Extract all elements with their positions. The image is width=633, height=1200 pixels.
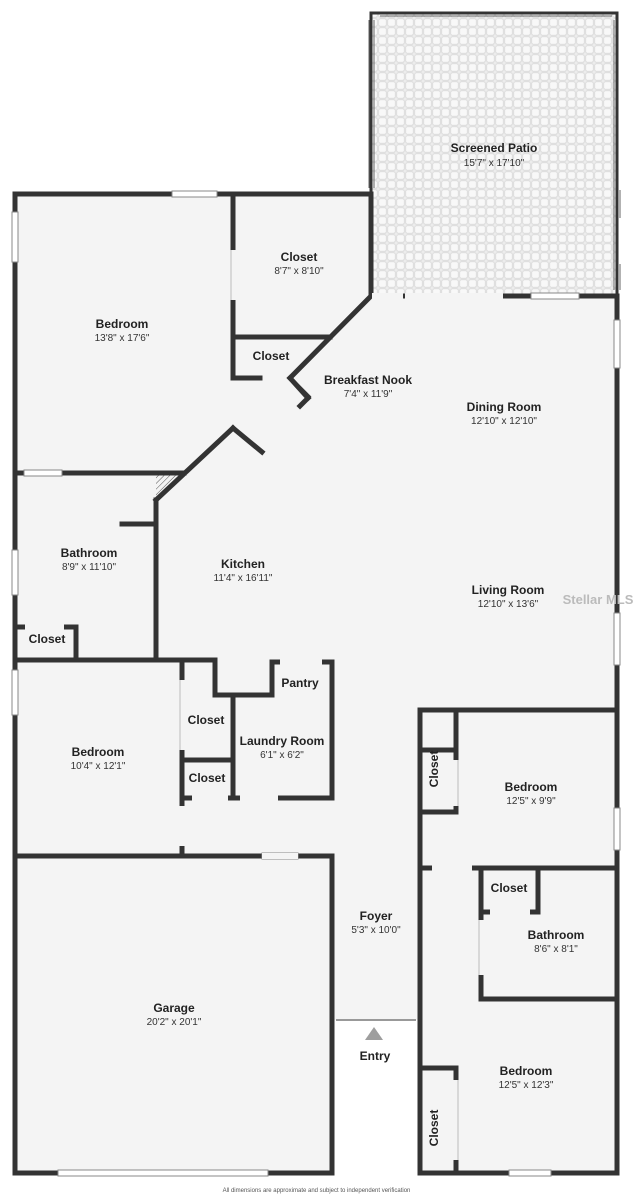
bedroom-3-wall (417, 707, 620, 871)
closet-1-dim: 8'7" x 8'10" (274, 266, 324, 277)
closet-7-name: Closet (491, 881, 528, 895)
window (11, 669, 19, 716)
entry-door (336, 1019, 416, 1173)
bathroom-2-name: Bathroom (528, 928, 585, 942)
living-room-dim: 12'10" x 13'6" (478, 599, 539, 610)
dining-room-name: Dining Room (467, 400, 542, 414)
kitchen-dim: 11'4" x 16'11" (214, 573, 273, 584)
bedroom-1-name: Bedroom (96, 317, 149, 331)
windows (11, 190, 621, 1177)
door-jambs (179, 250, 480, 1160)
bathroom-2-dim: 8'6" x 8'1" (534, 944, 578, 955)
laundry-room-name: Laundry Room (240, 734, 325, 748)
room-labels: Screened Patio 15'7" x 17'10" Bedroom 13… (29, 141, 633, 1146)
window (57, 1169, 269, 1177)
door-swing (288, 376, 312, 400)
wall-diagonal (286, 292, 375, 382)
entry-arrow-icon (365, 1027, 383, 1040)
bathroom-1-dim: 8'9" x 11'10" (62, 562, 117, 573)
pantry-wall (230, 659, 335, 801)
garage-name: Garage (153, 1001, 195, 1015)
wall-diagonal (152, 424, 237, 504)
wall (212, 657, 275, 698)
bedroom-3-dim: 12'5" x 9'9" (506, 796, 556, 807)
window (530, 292, 580, 300)
patio-floor (371, 13, 617, 296)
bedroom-3-name: Bedroom (505, 780, 558, 794)
patio-frame (369, 11, 619, 296)
door-swing (296, 394, 312, 410)
patio-screen-marks (368, 15, 621, 290)
closet-4-name: Closet (188, 713, 225, 727)
foyer-dim: 5'3" x 10'0" (351, 925, 401, 936)
closet-2-name: Closet (253, 349, 290, 363)
bedroom-4-name: Bedroom (500, 1064, 553, 1078)
foyer-name: Foyer (360, 909, 393, 923)
entry-name: Entry (360, 1049, 391, 1063)
door-swing (229, 424, 266, 456)
breakfast-nook-dim: 7'4" x 11'9" (344, 389, 393, 400)
bathroom-1-name: Bathroom (61, 546, 118, 560)
bedroom-2-dim: 10'4" x 12'1" (71, 761, 126, 772)
main-floor (15, 194, 617, 1173)
window (11, 549, 19, 596)
kitchen-name: Kitchen (221, 557, 265, 571)
disclaimer-footer: All dimensions are approximate and subje… (222, 1188, 411, 1194)
bedroom-4-dim: 12'5" x 12'3" (499, 1080, 554, 1091)
window (613, 612, 621, 666)
window (613, 807, 621, 851)
garage-wall (12, 853, 335, 1176)
closet-1-name: Closet (281, 250, 318, 264)
entry-gap (336, 1022, 416, 1173)
breakfast-nook-name: Breakfast Nook (324, 373, 412, 387)
patio-dim: 15'7" x 17'10" (464, 158, 525, 169)
patio-screen-edge (369, 11, 619, 296)
window (171, 190, 218, 198)
closet-3-name: Closet (29, 632, 66, 646)
window (613, 319, 621, 369)
garage-dim: 20'2" x 20'1" (147, 1017, 202, 1028)
laundry-room-dim: 6'1" x 6'2" (260, 750, 304, 761)
door-openings (25, 250, 530, 1160)
window (508, 1169, 552, 1177)
pantry-name: Pantry (281, 676, 319, 690)
bedroom-1-dim: 13'8" x 17'6" (95, 333, 150, 344)
dining-room-dim: 12'10" x 12'10" (471, 416, 537, 427)
bedroom-2-name: Bedroom (72, 745, 125, 759)
watermark: Stellar MLS (563, 592, 633, 607)
living-room-name: Living Room (472, 583, 545, 597)
window (23, 469, 63, 477)
closet-8-name: Closet (427, 1110, 441, 1147)
closet-6-name: Closet (427, 751, 441, 788)
floors (15, 13, 617, 1173)
patio-name: Screened Patio (451, 141, 538, 155)
closet-5-name: Closet (189, 771, 226, 785)
window (11, 211, 19, 263)
